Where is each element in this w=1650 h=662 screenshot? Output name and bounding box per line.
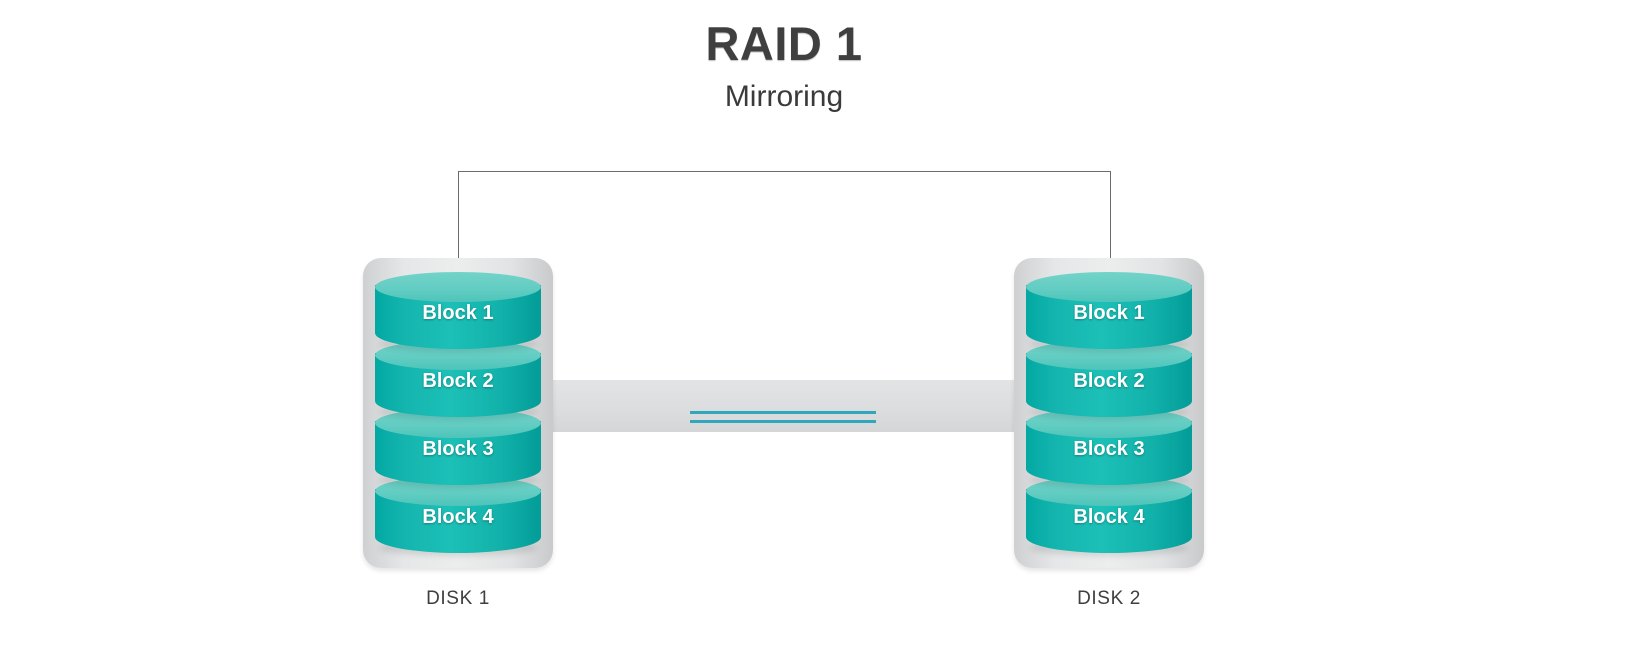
- disk-1-caption: DISK 1: [426, 588, 490, 609]
- diagram-title: RAID 1: [705, 17, 863, 70]
- cylinder-top-icon: [375, 272, 541, 302]
- disk-2-caption: DISK 2: [1077, 588, 1141, 609]
- disk-2-block-1: Block 1: [1026, 272, 1192, 356]
- disk-1-case: Block 1 Block 2 Block 3: [363, 258, 553, 568]
- diagram-subtitle: Mirroring: [724, 80, 844, 113]
- disk-1: Block 1 Block 2 Block 3: [363, 258, 553, 609]
- disk-2-blocks: Block 1 Block 2 Block 3: [1026, 272, 1192, 556]
- connector-data-line-1: [690, 411, 876, 414]
- disk-1-blocks: Block 1 Block 2 Block 3: [375, 272, 541, 556]
- connector-data-line-2: [690, 420, 876, 423]
- disk-1-block-1: Block 1: [375, 272, 541, 356]
- mirror-bracket-right-drop: [1110, 171, 1111, 303]
- disk-connector-bar: [520, 380, 1050, 432]
- disk-2-case: Block 1 Block 2 Block 3: [1014, 258, 1204, 568]
- disk-2: Block 1 Block 2 Block 3: [1014, 258, 1204, 609]
- cylinder-top-icon: [1026, 272, 1192, 302]
- mirror-bracket-left-drop: [458, 171, 459, 303]
- mirror-bracket-horizontal: [458, 171, 1111, 172]
